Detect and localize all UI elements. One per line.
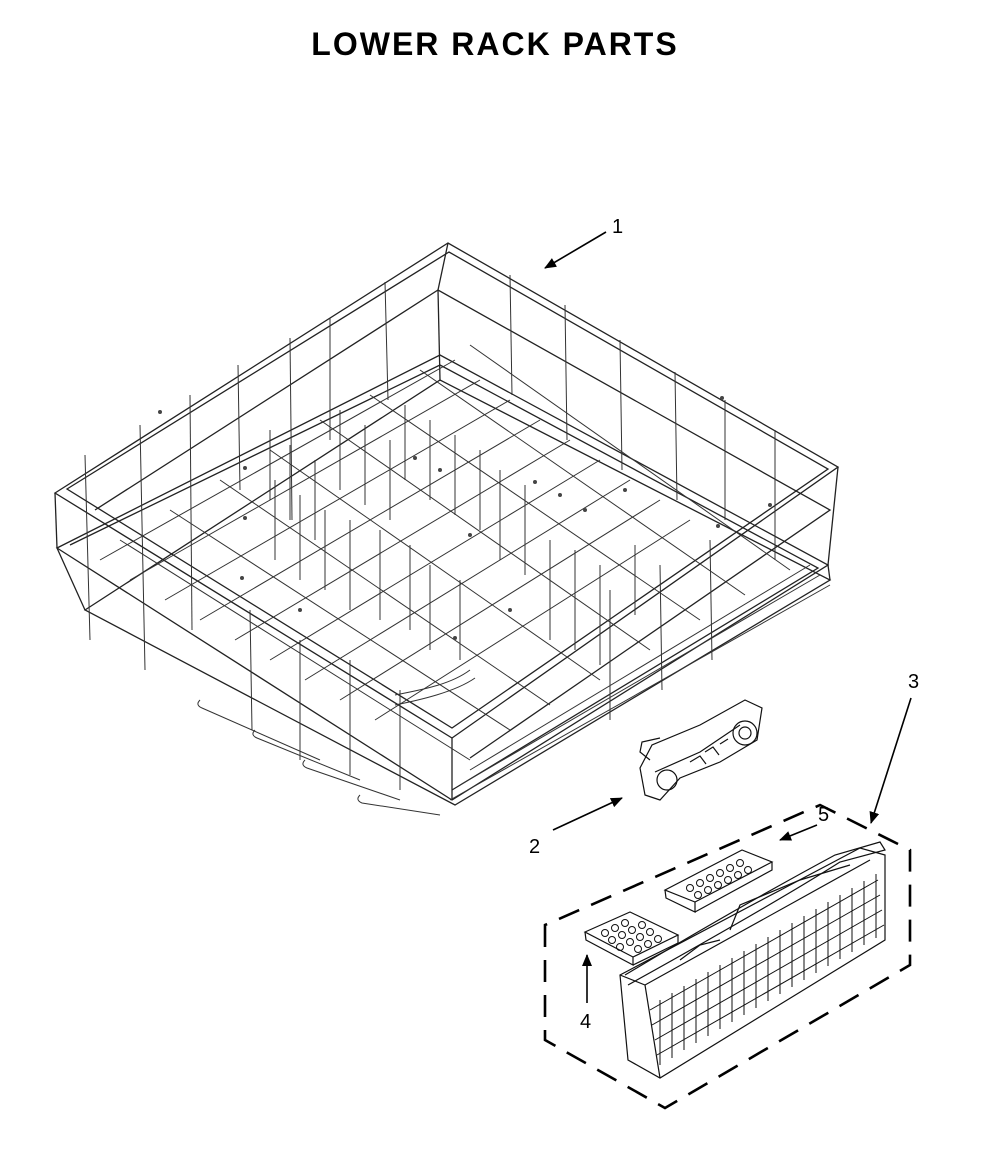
callout-2-arrow: [552, 797, 623, 831]
callout-1-arrow: [544, 231, 607, 269]
part-3-basket: [619, 841, 886, 1079]
lower-rack-assembly: [53, 242, 840, 816]
callout-2-label: 2: [529, 836, 540, 858]
part-3-group-outline: [543, 803, 912, 1110]
page-title: LOWER RACK PARTS: [311, 26, 679, 62]
callout-5-label: 5: [818, 804, 829, 826]
part-4-lid: [583, 911, 680, 966]
part-5-lid: [663, 849, 774, 913]
part-2-clip: [639, 699, 763, 801]
callout-arrows: [544, 231, 912, 1003]
callout-5-arrow: [779, 824, 818, 841]
callout-4-label: 4: [580, 1011, 591, 1033]
callout-3-arrow: [869, 697, 912, 824]
callout-3-label: 3: [908, 671, 919, 693]
callout-1-label: 1: [612, 216, 623, 238]
